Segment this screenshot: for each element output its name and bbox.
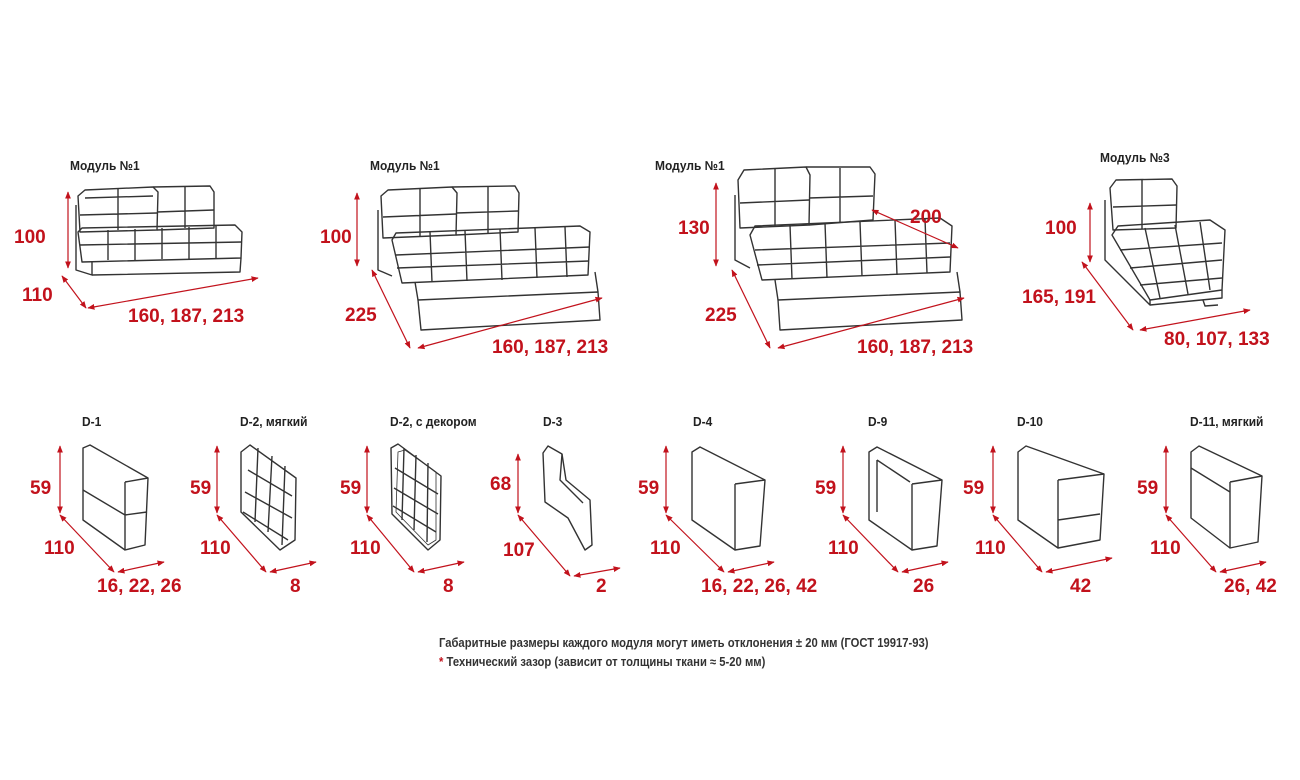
footnote-star: * [439,655,444,669]
armrest-d10-drawing [1017,445,1105,549]
gap-note: * Технический зазор (зависит от толщины … [439,655,765,669]
armrest-title: D-3 [543,414,563,429]
armrest-title: D-2, с декором [390,414,477,429]
armrest-title: D-10 [1017,414,1043,429]
armrest-title: D-11, мягкий [1190,414,1264,429]
module-title: Модуль №3 [1100,150,1170,165]
depth-dimension: 110 [200,538,231,559]
width-dimension: 160, 187, 213 [492,337,609,358]
depth-dimension: 110 [828,538,859,559]
width-dimension: 16, 22, 26, 42 [701,576,818,597]
height-dimension: 59 [638,478,660,499]
width-dimension: 42 [1070,576,1092,597]
module-title: Модуль №1 [655,158,725,173]
width-dimension: 8 [290,576,301,597]
sofa-unfolded-tall-drawing [734,166,963,331]
height-dimension: 100 [320,227,352,248]
module-title: Модуль №1 [70,158,140,173]
armrest-d9-drawing [868,446,943,551]
depth-dimension: 110 [350,538,381,559]
module-title: Модуль №1 [370,158,440,173]
depth-dimension: 110 [22,285,53,306]
armrest-title: D-2, мягкий [240,414,308,429]
chaise-drawing [1104,178,1226,307]
height-dimension: 59 [30,478,52,499]
width-dimension: 80, 107, 133 [1164,329,1270,350]
width-dimension: 16, 22, 26 [97,576,182,597]
width-dimension: 26, 42 [1224,576,1277,597]
width-dimension: 2 [596,576,607,597]
depth-dimension: 225 [345,305,377,326]
armrest-title: D-1 [82,414,102,429]
depth-dimension: 110 [975,538,1006,559]
height-dimension: 100 [1045,218,1077,239]
depth-dimension: 107 [503,540,535,561]
height-dimension: 130 [678,218,710,239]
width-dimension: 26 [913,576,935,597]
dimension-arrows [57,182,1267,578]
armrest-d11-soft-drawing [1190,445,1263,549]
armrest-d3-drawing [542,445,593,551]
height-dimension: 59 [963,478,985,499]
armrest-d2-soft-drawing [240,444,297,551]
armrest-title: D-4 [693,414,713,429]
depth-dimension: 110 [1150,538,1181,559]
width-dimension: 160, 187, 213 [857,337,974,358]
height-dimension: 68 [490,474,512,495]
depth-dimension: 110 [44,538,75,559]
width-dimension: 160, 187, 213 [128,306,245,327]
armrest-d2-decor-drawing [390,443,442,551]
armrest-d1-drawing [82,444,149,551]
depth-dimension: 225 [705,305,737,326]
armrest-title: D-9 [868,414,888,429]
gap-note-text: Технический зазор (зависит от толщины тк… [446,655,766,669]
height-dimension: 100 [14,227,46,248]
depth-dimension: 110 [650,538,681,559]
length-dimension: 200 [910,207,942,228]
depth-dimension: 165, 191 [1022,287,1096,308]
sofa-compact-drawing [75,185,243,276]
height-dimension: 59 [190,478,212,499]
height-dimension: 59 [1137,478,1159,499]
sofa-unfolded-drawing [377,185,601,331]
height-dimension: 59 [340,478,362,499]
height-dimension: 59 [815,478,837,499]
tolerance-note: Габаритные размеры каждого модуля могут … [439,636,929,650]
width-dimension: 8 [443,576,454,597]
armrest-d4-drawing [691,446,766,551]
